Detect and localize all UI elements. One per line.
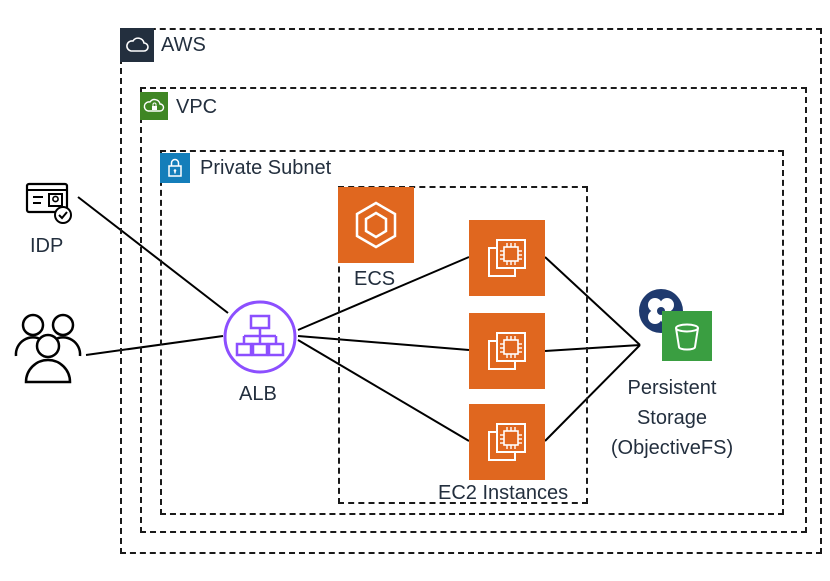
alb-label: ALB xyxy=(239,383,277,405)
load-balancer-icon xyxy=(222,299,298,375)
ec2-chip-icon xyxy=(469,404,545,480)
line-alb-ec2-mid xyxy=(297,335,470,351)
ec2-chip-icon xyxy=(469,313,545,389)
storage-label-line1: Persistent xyxy=(627,377,717,399)
ec2-instances-label: EC2 Instances xyxy=(438,482,569,504)
line-idp-alb xyxy=(77,196,229,314)
cloud-icon xyxy=(120,28,154,62)
ec2-chip-icon xyxy=(469,220,545,296)
idp-label: IDP xyxy=(30,235,64,257)
storage-label-line3: (ObjectiveFS) xyxy=(610,437,734,459)
aws-group-label: AWS xyxy=(161,34,206,56)
id-card-icon xyxy=(25,180,77,226)
line-users-alb xyxy=(85,335,224,356)
padlock-icon xyxy=(160,153,190,183)
storage-label-line2: Storage xyxy=(636,407,708,429)
aws-group xyxy=(120,28,822,554)
vpc-group-label: VPC xyxy=(176,96,218,118)
ecs-label: ECS xyxy=(354,268,396,290)
line-alb-ec2-bot xyxy=(297,339,470,442)
ecs-icon xyxy=(338,187,414,263)
vpc-group xyxy=(140,87,807,533)
s3-bucket-icon xyxy=(662,311,712,361)
private-subnet-label: Private Subnet xyxy=(200,157,332,179)
line-ec2-mid-storage xyxy=(544,344,641,352)
users-icon xyxy=(12,310,84,384)
line-alb-ec2-top xyxy=(297,256,470,331)
cloud-lock-icon xyxy=(140,92,168,120)
ecs-group xyxy=(338,186,588,504)
private-subnet-group xyxy=(160,150,784,515)
line-ec2-bot-storage xyxy=(544,344,641,442)
line-ec2-top-storage xyxy=(544,256,641,346)
